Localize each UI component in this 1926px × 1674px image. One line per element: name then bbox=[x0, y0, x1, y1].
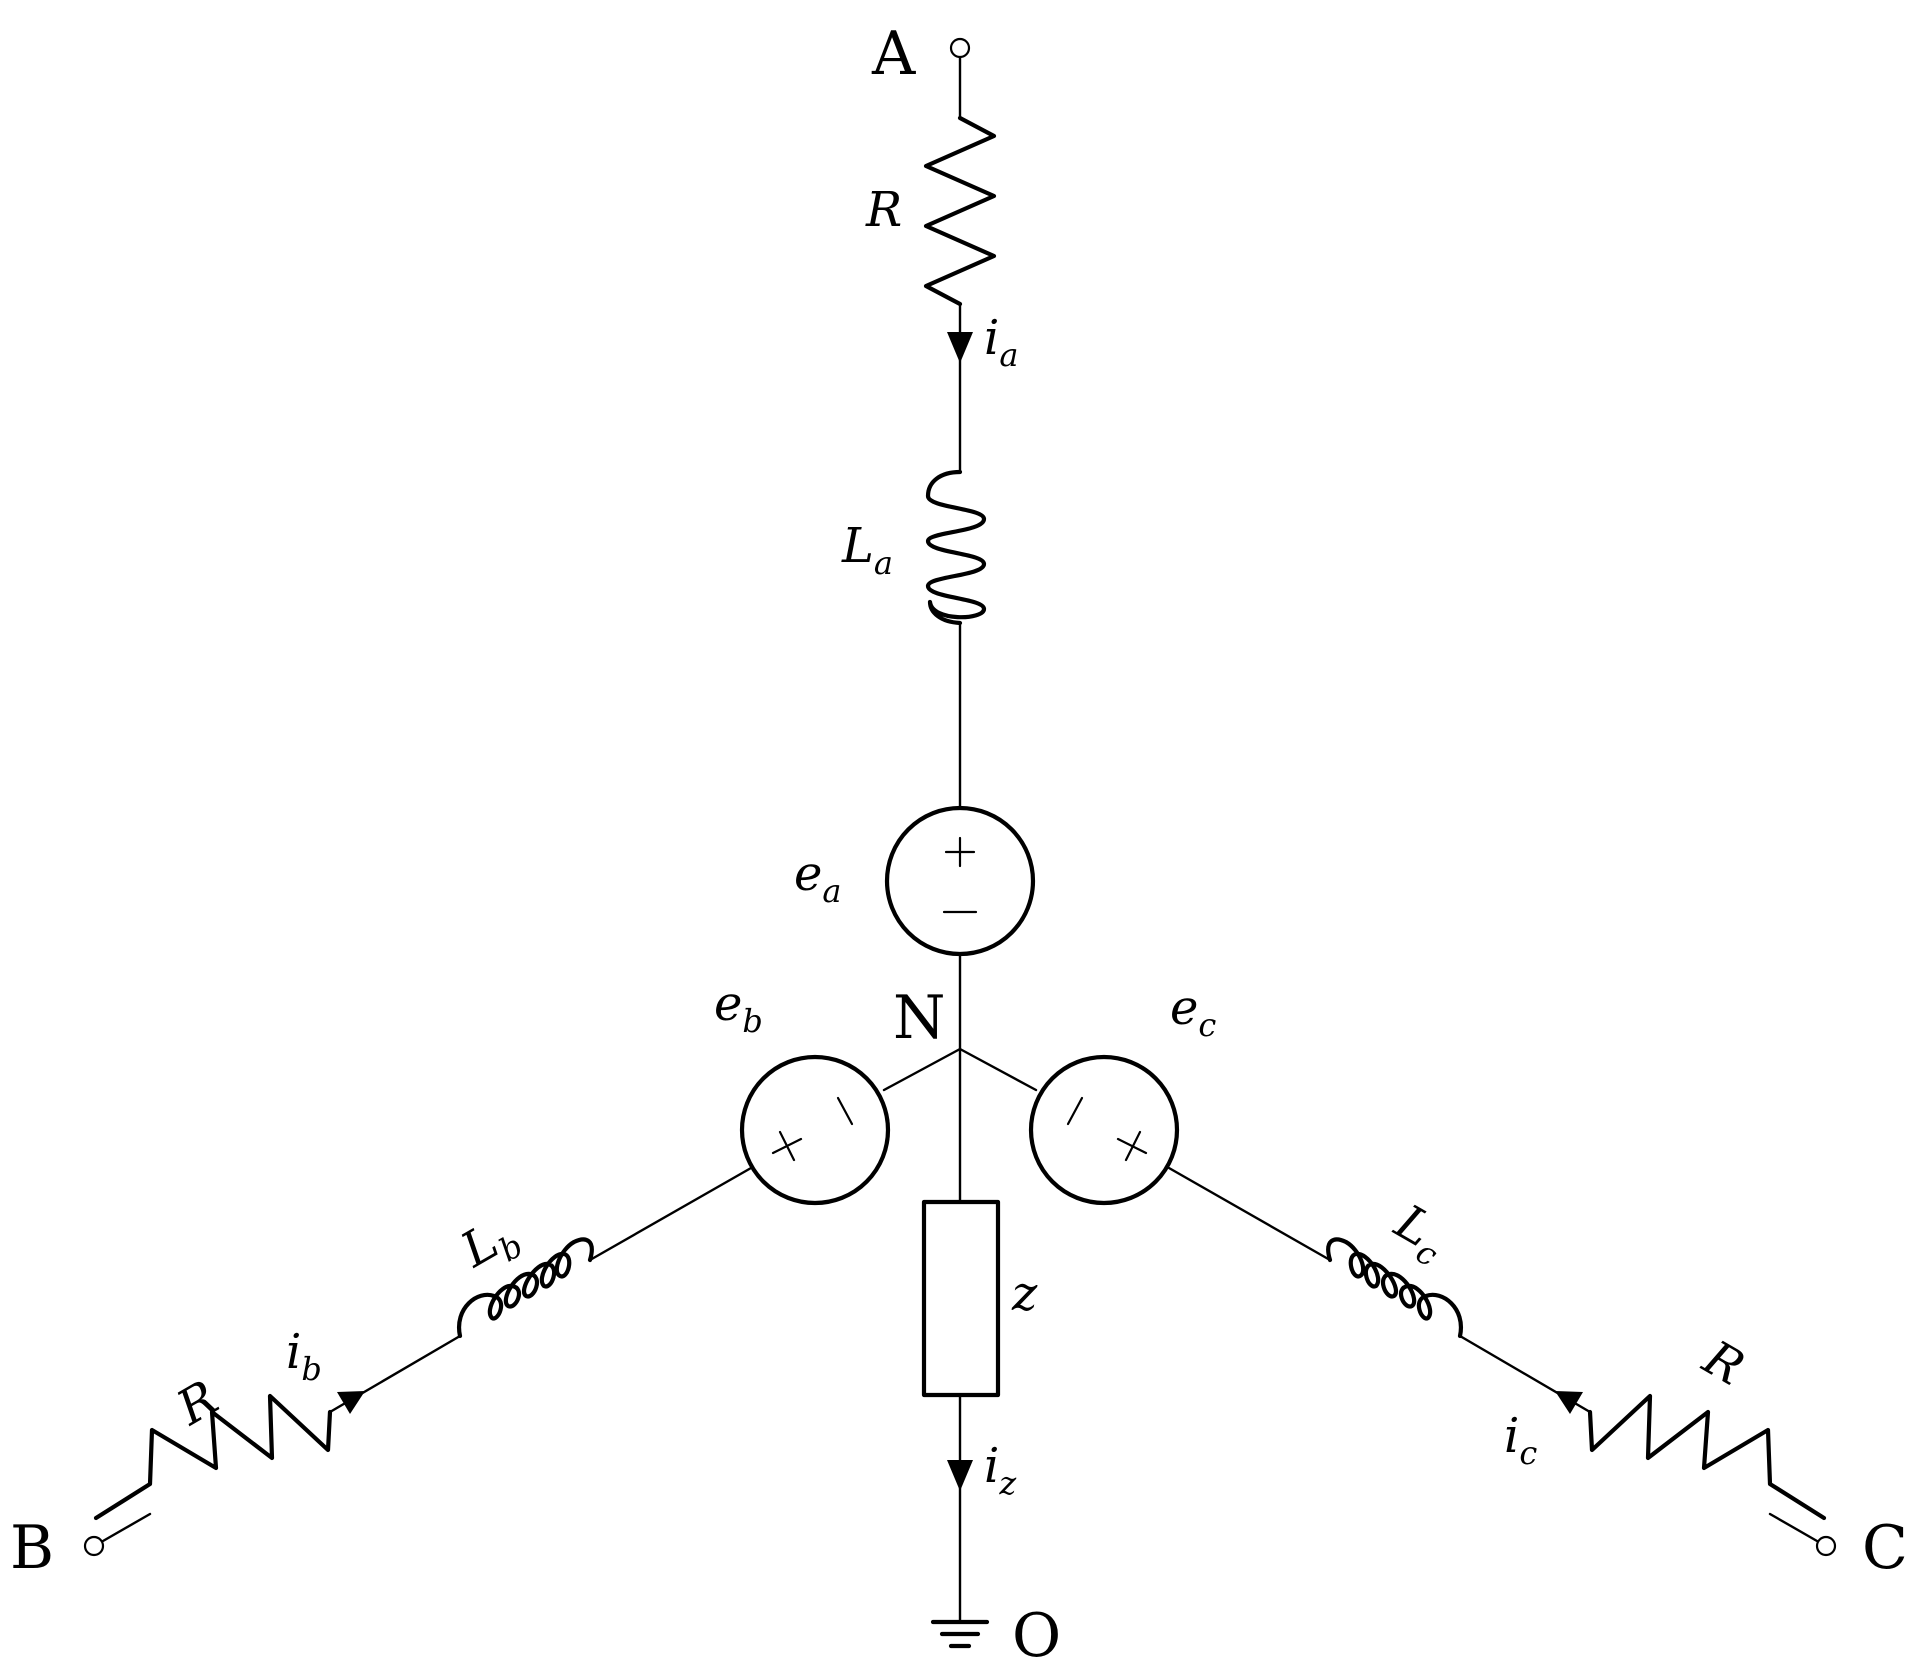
source-a-subscript: a bbox=[822, 872, 841, 910]
resistor-b-label: R bbox=[167, 1370, 227, 1437]
terminal-a-label: A bbox=[871, 19, 916, 89]
source-b-plus-v bbox=[778, 1130, 796, 1162]
inductor-a bbox=[925, 469, 987, 626]
source-b-symbol: e bbox=[714, 976, 742, 1032]
ground-node-label: O bbox=[1012, 1601, 1061, 1671]
current-arrow-b bbox=[337, 1391, 365, 1414]
wire-b-terminal bbox=[101, 1512, 152, 1543]
voltage-source-b bbox=[739, 1054, 891, 1206]
neutral-node-label: N bbox=[893, 983, 946, 1053]
inductor-a-subscript: a bbox=[874, 544, 893, 582]
resistor-c bbox=[1587, 1393, 1827, 1521]
source-a-label: ea bbox=[794, 846, 841, 910]
current-arrow-z bbox=[947, 1460, 973, 1491]
phase-c-branch bbox=[958, 1047, 1837, 1557]
current-c-label: ic bbox=[1504, 1408, 1537, 1472]
inductor-c-label: Lc bbox=[1381, 1193, 1457, 1274]
current-z-symbol: i bbox=[984, 1438, 999, 1494]
resistor-b bbox=[93, 1393, 333, 1521]
terminal-a-node[interactable] bbox=[949, 37, 971, 59]
current-arrow-a bbox=[947, 332, 973, 363]
inductor-b-label: Lb bbox=[451, 1204, 529, 1286]
wire-c-terminal bbox=[1768, 1512, 1819, 1543]
phase-b-branch bbox=[83, 1047, 962, 1557]
terminal-c-label: C bbox=[1862, 1513, 1908, 1583]
current-z-subscript: z bbox=[998, 1464, 1017, 1502]
current-a-symbol: i bbox=[984, 310, 999, 366]
voltage-source-a bbox=[884, 805, 1036, 957]
inductor-c bbox=[1326, 1237, 1464, 1339]
current-b-label: ib bbox=[286, 1324, 322, 1388]
current-z-label: iz bbox=[984, 1438, 1017, 1502]
wire-b-source-to-inductor bbox=[588, 1166, 753, 1262]
wire-c-source-to-inductor bbox=[1167, 1166, 1332, 1262]
terminal-b-label: B bbox=[10, 1513, 54, 1583]
source-c-symbol: e bbox=[1170, 980, 1198, 1036]
source-b-subscript: b bbox=[742, 1002, 762, 1040]
inductor-a-symbol: L bbox=[841, 518, 874, 574]
source-b-minus bbox=[836, 1096, 854, 1126]
neutral-branch bbox=[921, 1047, 1001, 1649]
current-b-subscript: b bbox=[301, 1350, 321, 1388]
wire-c-neutral-to-source bbox=[958, 1047, 1038, 1092]
wire-b-neutral-to-source bbox=[882, 1047, 962, 1092]
source-c-label: ec bbox=[1170, 980, 1216, 1044]
resistor-a-label: R bbox=[865, 182, 902, 238]
source-c-plus-v bbox=[1124, 1130, 1142, 1162]
source-c-subscript: c bbox=[1198, 1006, 1216, 1044]
source-c-minus bbox=[1066, 1096, 1084, 1126]
phase-a-branch bbox=[884, 37, 1036, 1051]
resistor-c-label: R bbox=[1693, 1329, 1753, 1396]
impedance-z-label: z bbox=[1011, 1266, 1038, 1322]
resistor-a bbox=[923, 115, 997, 307]
terminal-b-node[interactable] bbox=[83, 1535, 105, 1557]
current-arrow-c bbox=[1555, 1391, 1583, 1414]
current-c-subscript: c bbox=[1519, 1434, 1537, 1472]
terminal-c-node[interactable] bbox=[1815, 1535, 1837, 1557]
source-b-label: eb bbox=[714, 976, 763, 1040]
current-a-label: ia bbox=[984, 310, 1018, 374]
current-b-symbol: i bbox=[286, 1324, 301, 1380]
current-a-subscript: a bbox=[999, 336, 1018, 374]
impedance-z bbox=[921, 1199, 1001, 1398]
inductor-a-label: La bbox=[841, 518, 893, 582]
voltage-source-c bbox=[1028, 1054, 1180, 1206]
inductor-b bbox=[456, 1237, 594, 1339]
current-c-symbol: i bbox=[1504, 1408, 1519, 1464]
source-a-symbol: e bbox=[794, 846, 822, 902]
